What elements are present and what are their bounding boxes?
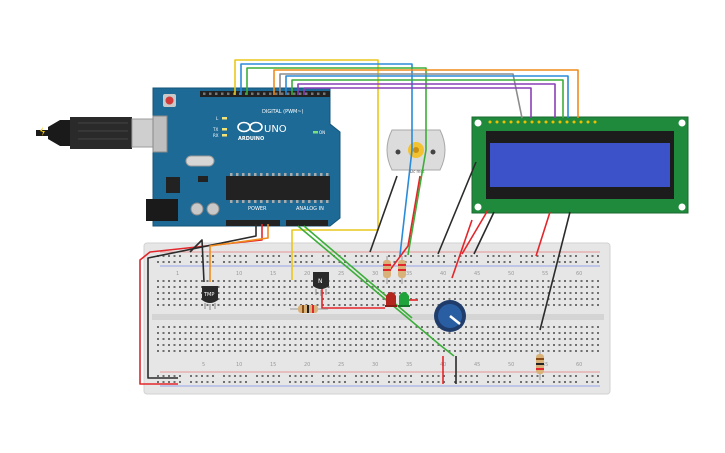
breadboard-bottom-number: 25 (338, 362, 344, 368)
wires (139, 59, 579, 385)
arduino-logo (237, 121, 263, 133)
wire-red-pot (451, 219, 473, 279)
dc-motor[interactable]: Dc mot (386, 129, 446, 174)
resistor-led-green[interactable] (398, 256, 406, 284)
resistor-lcd-backlight[interactable] (536, 350, 544, 380)
breadboard-top-number: 50 (508, 271, 514, 277)
wire-green-d4 (291, 79, 564, 118)
breadboard-bottom-number: 50 (508, 362, 514, 368)
power-header (226, 220, 280, 226)
rx-label: RX (213, 133, 219, 138)
lcd-16x2[interactable] (471, 116, 689, 214)
npn-label: N (318, 278, 323, 285)
breadboard-top-numbers: 1 10 15 20 25 30 35 40 45 50 55 60 (176, 271, 582, 277)
wire-purple-d2 (303, 87, 532, 118)
power-label: POWER (248, 206, 267, 212)
led-red[interactable] (385, 292, 397, 307)
breadboard-bottom-number: 20 (304, 362, 310, 368)
wire-black-gnd (147, 224, 257, 379)
motor-label: Dc mot (410, 169, 425, 174)
npn-transistor[interactable]: N (313, 272, 329, 296)
wire-purple-d3 (297, 83, 556, 118)
breadboard-bottom-number: 60 (576, 362, 582, 368)
wire-black-motor (369, 175, 398, 253)
wire-orange-d7 (273, 69, 579, 118)
wire-red-5v (139, 224, 263, 385)
wire-black-lcd-gnd (437, 161, 477, 255)
breadboard-top-number: 10 (236, 271, 242, 277)
wire-black-lcd-rw (539, 211, 571, 331)
potentiometer[interactable] (434, 300, 466, 332)
breadboard-bottom-number: 15 (270, 362, 276, 368)
breadboard-top-number: 15 (270, 271, 276, 277)
breadboard-top-number: 55 (542, 271, 548, 277)
wire-red-motor (389, 175, 421, 271)
wire-black-temp (189, 239, 205, 283)
breadboard-top-number: 30 (372, 271, 378, 277)
wire-gray-d6 (279, 73, 523, 119)
arduino-brand: ARDUINO (238, 136, 264, 142)
analog-label: ANALOG IN (296, 206, 324, 212)
breadboard-bottom-number: 30 (372, 362, 378, 368)
wire-red-lcd-a (535, 211, 551, 257)
l-label: L (216, 116, 219, 121)
breadboard-bottom-number: 45 (474, 362, 480, 368)
breadboard-bottom-number: 10 (236, 362, 242, 368)
breadboard-bottom-number: 55 (542, 362, 548, 368)
breadboard-top-number: 25 (338, 271, 344, 277)
resistor-base[interactable] (290, 305, 328, 313)
breadboard-top-number: 20 (304, 271, 310, 277)
on-label: ON (319, 130, 325, 135)
wire-green-a1 (297, 225, 455, 357)
tx-label: TX (212, 127, 218, 132)
temp-sensor-label: TMP (203, 292, 214, 298)
wire-red-lcd-vcc (461, 209, 489, 255)
wire-blue-d5 (285, 75, 569, 118)
usb-cable (36, 117, 165, 149)
resistor-led-red[interactable] (383, 256, 391, 284)
breadboard-top-number: 35 (406, 271, 412, 277)
led-green[interactable] (398, 292, 410, 307)
digital-label: DIGITAL (PWM~) (262, 109, 304, 115)
lcd-screen (490, 143, 670, 187)
atmega-chip (226, 176, 330, 200)
wire-yellow-d13 (234, 59, 379, 280)
breadboard-top-number: 60 (576, 271, 582, 277)
wire-blue-d12 (240, 63, 413, 256)
breadboard-bottom-number: 35 (406, 362, 412, 368)
breadboard-top-number: 1 (176, 271, 179, 277)
analog-header (286, 220, 328, 226)
wire-orange-a0 (209, 224, 269, 282)
wire-green-d11 (246, 67, 427, 256)
breadboard-top-number: 40 (440, 271, 446, 277)
breadboard-top-number: 45 (474, 271, 480, 277)
temperature-sensor[interactable]: TMP (202, 286, 218, 310)
arduino-uno-board[interactable]: DIGITAL (PWM~) L TX RX ON ARDUINO UNO (146, 87, 341, 227)
wire-black-lcd-k (473, 211, 495, 255)
arduino-model: UNO (264, 124, 287, 135)
breadboard-bottom-number: 5 (202, 362, 205, 368)
